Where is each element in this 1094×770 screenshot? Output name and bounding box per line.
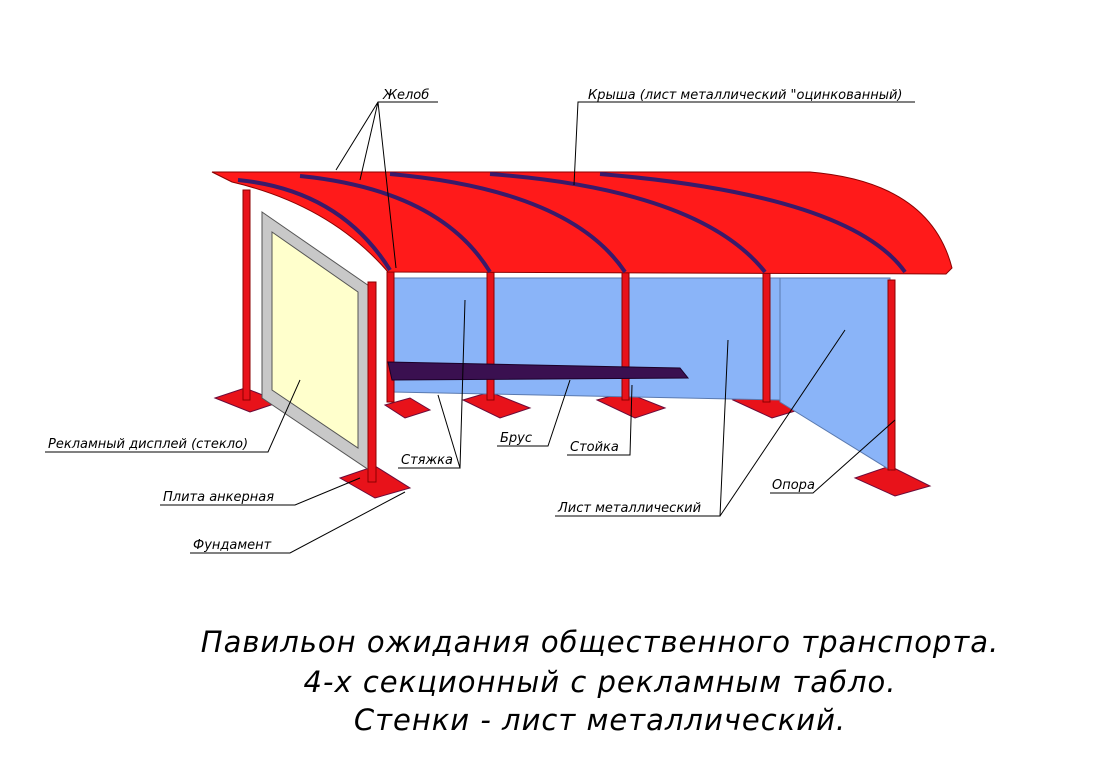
title-line-2: 4-х секционный с рекламным табло.	[304, 665, 897, 699]
side-wall-metal-sheet	[779, 277, 891, 471]
leader-lines	[45, 101, 915, 554]
roof-ribs	[237, 172, 907, 274]
label-anchor-plate: Плита анкерная	[163, 490, 274, 505]
title-line-3: Стенки - лист металлический.	[354, 703, 846, 737]
label-roof: Крыша (лист металлический "оцинкованный)	[588, 88, 903, 103]
front-post	[367, 281, 377, 483]
label-foundation: Фундамент	[193, 538, 272, 553]
label-beam: Брус	[500, 431, 532, 446]
label-support: Опора	[772, 478, 815, 493]
label-post: Стойка	[570, 440, 619, 455]
back-wall-metal-sheet	[391, 277, 781, 401]
label-gutter: Желоб	[382, 88, 429, 103]
label-display: Рекламный дисплей (стекло)	[48, 437, 248, 452]
label-metal-sheet: Лист металлический	[557, 501, 701, 516]
label-tie: Стяжка	[401, 453, 453, 468]
display-glass	[271, 231, 359, 449]
title-line-1: Павильон ожидания общественного транспор…	[201, 625, 999, 659]
